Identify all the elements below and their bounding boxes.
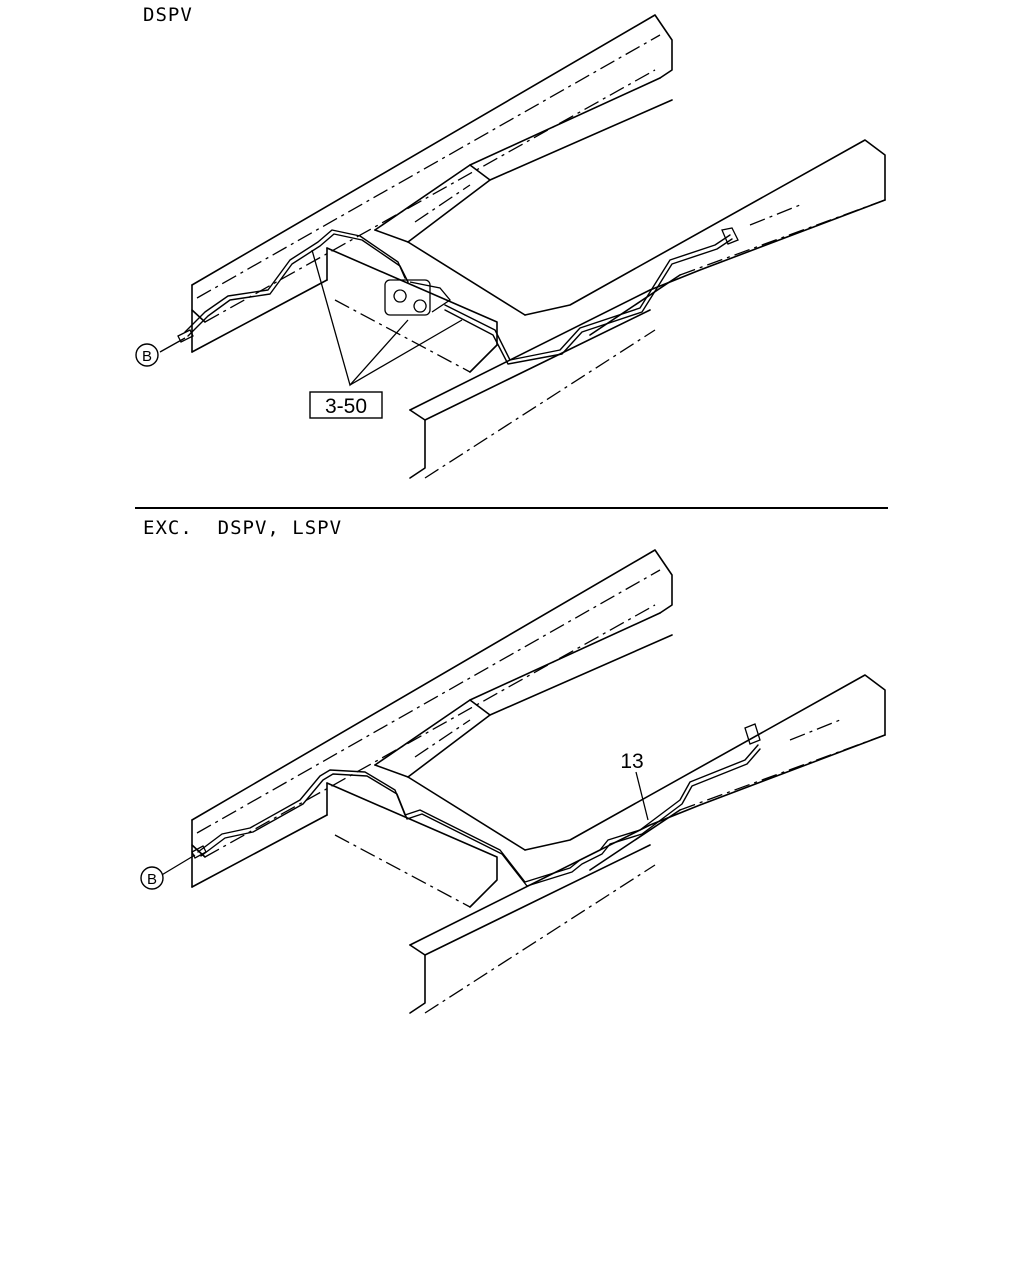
callout-box	[309, 391, 383, 419]
section-label-dspv: DSPV	[143, 4, 193, 26]
part-number-13: 13	[620, 750, 643, 773]
callout-b-text: B	[147, 871, 157, 888]
callout-b-top: B	[135, 343, 159, 367]
frame-drawing-exc	[159, 549, 886, 1014]
callout-circle	[140, 866, 164, 890]
callout-3-50: 3-50	[309, 391, 383, 419]
callout-b-text: B	[142, 348, 152, 365]
section-label-exc-dspv-lspv: EXC. DSPV, LSPV	[143, 517, 343, 539]
frame-drawing-dspv	[159, 14, 886, 479]
callout-circle	[135, 343, 159, 367]
callout-3-50-text: 3-50	[325, 395, 367, 418]
callout-b-bottom: B	[140, 866, 164, 890]
